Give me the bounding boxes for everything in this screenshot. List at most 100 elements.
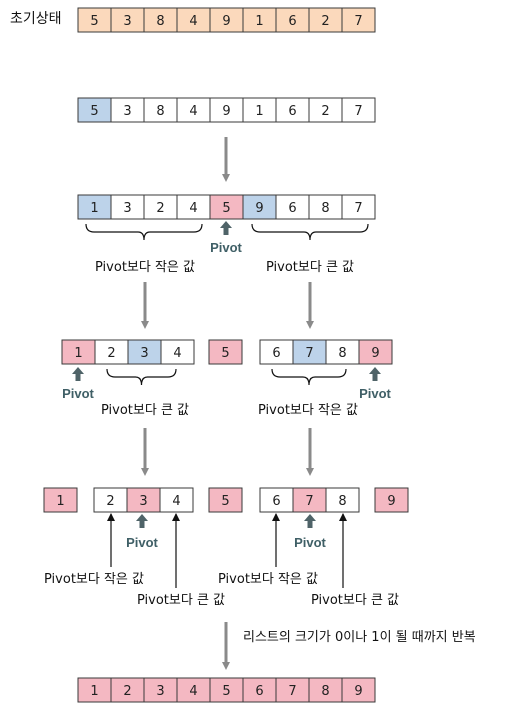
range-brace [106,368,177,386]
array-cell-value: 9 [255,201,263,216]
array-cell-value: 8 [156,14,164,29]
pointer-arrows [107,513,347,588]
level3-array-a: 1 [43,487,78,513]
array-cell [110,7,145,33]
pivot-arrow-icon [304,514,316,528]
array-cell [208,487,243,513]
array-cell-value: 5 [90,14,98,29]
array-cell [160,339,195,365]
array-cell [341,194,376,220]
array-cell-value: 1 [56,494,64,509]
array-cell-value: 9 [222,104,230,119]
array-cell-value: 4 [189,684,197,699]
array-cell-value: 3 [123,104,131,119]
array-cell [77,97,112,123]
array-cell [77,677,112,703]
array-cell [341,677,376,703]
array-cell-value: 8 [338,494,346,509]
range-brace [251,223,369,241]
array-cell-value: 4 [173,346,181,361]
array-cell [94,339,129,365]
array-cell [176,677,211,703]
array-cell [143,7,178,33]
smaller-than-pivot-label: Pivot보다 작은 값 [258,403,358,418]
array-cell-value: 6 [288,201,296,216]
array-cell-value: 5 [90,104,98,119]
array-cell-value: 2 [321,14,329,29]
array-cell-value: 1 [255,104,263,119]
array-cell [110,677,145,703]
pivot-arrow-icon [220,221,232,235]
larger-than-pivot-label: Pivot보다 큰 값 [266,260,354,275]
array-cell-value: 8 [156,104,164,119]
array-cell [43,487,78,513]
array-cell-value: 2 [321,104,329,119]
array-cell-value: 2 [106,494,114,509]
array-cell-value: 3 [156,684,164,699]
array-cell-value: 2 [107,346,115,361]
array-cell [242,7,277,33]
array-cell [61,339,96,365]
array-cell-value: 5 [222,201,230,216]
array-cell-value: 1 [255,14,263,29]
array-cell-value: 7 [354,201,362,216]
array-cell-value: 9 [354,684,362,699]
array-cell [143,194,178,220]
array-cell [341,7,376,33]
array-cell-value: 1 [74,346,82,361]
level3-array-c: 5 [208,487,243,513]
range-brace [271,368,347,386]
array-cell-value: 1 [90,684,98,699]
flow-arrows [141,137,314,670]
array-cell [208,339,243,365]
array-cell-value: 9 [371,346,379,361]
array-cell [159,487,194,513]
array-cell-value: 6 [288,104,296,119]
pivot-label: Pivot [126,535,158,550]
braces [85,223,369,386]
array-cell-value: 5 [221,346,229,361]
array-cell [374,487,409,513]
array-cell [242,677,277,703]
array-cell-value: 8 [321,201,329,216]
array-cell [209,194,244,220]
array-cell-value: 8 [321,684,329,699]
array-cell-value: 6 [272,346,280,361]
smaller-than-pivot-label: Pivot보다 작은 값 [218,572,318,587]
level2-left-array: 1 2 3 4 [61,339,195,365]
array-cell [308,7,343,33]
array-cell-value: 8 [338,346,346,361]
array-cell [275,194,310,220]
pivot-label: Pivot [62,386,94,401]
array-cell [292,339,327,365]
level2-pivot-array: 5 [208,339,243,365]
smaller-than-pivot-label: Pivot보다 작은 값 [95,260,195,275]
array-cell [77,194,112,220]
array-cell-value: 3 [140,346,148,361]
array-cell-value: 3 [139,494,147,509]
array-cell [209,677,244,703]
array-cell [176,194,211,220]
pivot-arrow-icon [369,367,381,381]
array-cell-value: 4 [189,14,197,29]
array-cell-value: 6 [288,14,296,29]
pivot-label: Pivot [294,535,326,550]
larger-than-pivot-label: Pivot보다 큰 값 [137,593,225,608]
array-cell [176,97,211,123]
array-cell [341,97,376,123]
array-cell-value: 4 [189,104,197,119]
array-cell-value: 7 [354,14,362,29]
array-cell-value: 6 [272,494,280,509]
array-cell [77,7,112,33]
array-cell [143,677,178,703]
array-cell [308,97,343,123]
array-cell-value: 4 [172,494,180,509]
array-cell-value: 6 [255,684,263,699]
array-cell [275,97,310,123]
array-cell-value: 9 [387,494,395,509]
